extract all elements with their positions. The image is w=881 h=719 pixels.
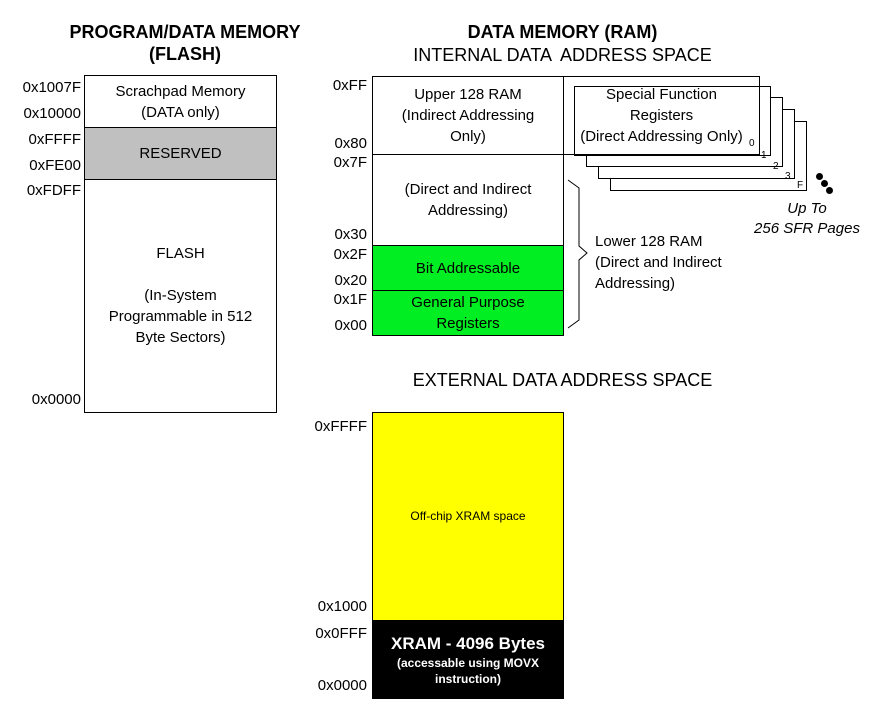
xram-title: XRAM - 4096 Bytes — [390, 633, 545, 653]
ext-addr-0000: 0x0000 — [317, 677, 367, 694]
flash-addr-ffff: 0xFFFF — [28, 131, 82, 148]
ext-addr-0fff: 0x0FFF — [315, 625, 367, 642]
ram-addr-2f: 0x2F — [333, 246, 367, 263]
ram-addr-ff: 0xFF — [332, 77, 367, 94]
ram-addr-30: 0x30 — [334, 226, 367, 243]
reserved-cell: RESERVED — [84, 127, 277, 180]
lower-128-ram-note: Lower 128 RAM (Direct and Indirect Addre… — [595, 233, 722, 292]
sfr-page-label-1: 1 — [761, 150, 767, 161]
ram-addr-00: 0x00 — [334, 317, 367, 334]
sfr-pages-note-line2: 256 SFR Pages — [754, 220, 860, 237]
offchip-xram-cell: Off-chip XRAM space — [372, 412, 564, 621]
sfr-page-label-2: 2 — [773, 161, 779, 172]
ellipsis-dot-3 — [826, 187, 833, 194]
ram-addr-80: 0x80 — [334, 135, 367, 152]
ram-addr-20: 0x20 — [334, 272, 367, 289]
program-memory-title-line2: (FLASH) — [149, 44, 221, 64]
ram-addr-1f: 0x1F — [333, 291, 367, 308]
flash-addr-0000: 0x0000 — [31, 391, 81, 408]
flash-title: FLASH — [156, 245, 205, 262]
flash-detail: (In-System Programmable in 512 Byte Sect… — [108, 287, 253, 346]
ram-addr-7f: 0x7F — [333, 154, 367, 171]
sfr-page-label-3: 3 — [785, 171, 791, 182]
sfr-page-1 — [574, 86, 771, 156]
flash-addr-fdff: 0xFDFF — [26, 182, 81, 199]
xram-cell: XRAM - 4096 Bytes (accessable using MOVX… — [372, 620, 564, 699]
ext-addr-1000: 0x1000 — [317, 598, 367, 615]
flash-addr-1007f: 0x1007F — [22, 79, 81, 96]
sfr-page-label-f: F — [797, 180, 804, 191]
flash-cell: FLASH (In-System Programmable in 512 Byt… — [84, 179, 277, 413]
ext-addr-ffff: 0xFFFF — [314, 418, 368, 435]
sfr-page-label-0: 0 — [749, 138, 755, 149]
internal-space-title: INTERNAL DATA ADDRESS SPACE — [413, 45, 712, 65]
upper-128-ram-cell: Upper 128 RAM (Indirect Addressing Only) — [372, 76, 564, 155]
direct-indirect-cell: (Direct and Indirect Addressing) — [372, 154, 564, 246]
sfr-pages-note: Up To 256 SFR Pages — [742, 199, 872, 239]
sfr-pages-note-line1: Up To — [787, 200, 827, 217]
bit-addressable-cell: Bit Addressable — [372, 245, 564, 291]
lower-ram-bracket — [567, 179, 588, 329]
ellipsis-dot-2 — [821, 180, 828, 187]
external-space-title: EXTERNAL DATA ADDRESS SPACE — [412, 370, 713, 390]
flash-addr-fe00: 0xFE00 — [29, 157, 81, 174]
sfr-cell: Special Function Registers (Direct Addre… — [563, 76, 760, 155]
ellipsis-dot-1 — [816, 173, 823, 180]
program-memory-title: PROGRAM/DATA MEMORY (FLASH) — [40, 21, 330, 65]
flash-addr-10000: 0x10000 — [23, 105, 81, 122]
xram-detail: (accessable using MOVX instruction) — [396, 655, 540, 686]
general-purpose-registers-cell: General Purpose Registers — [372, 290, 564, 336]
scratchpad-memory-cell: Scrachpad Memory (DATA only) — [84, 75, 277, 128]
program-memory-title-line1: PROGRAM/DATA MEMORY — [69, 22, 301, 42]
data-memory-title: DATA MEMORY (RAM) — [467, 22, 658, 42]
